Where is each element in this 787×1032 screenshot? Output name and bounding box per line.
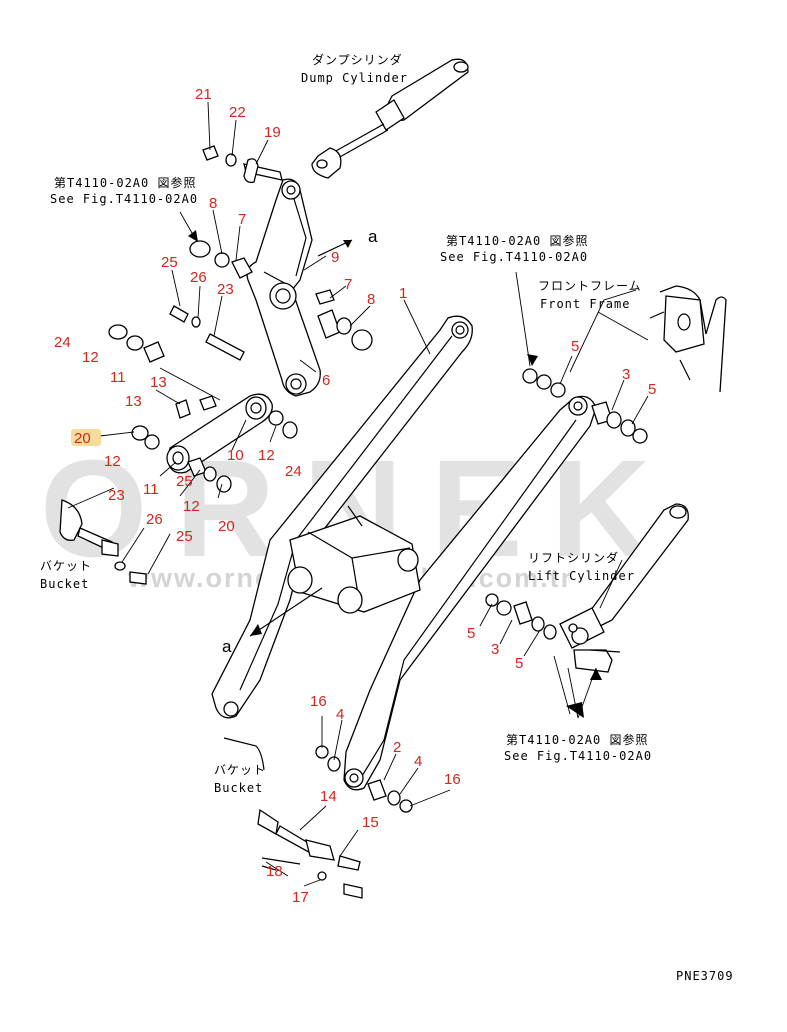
reference-arrows bbox=[188, 230, 602, 718]
callout-3: 3 bbox=[491, 641, 499, 658]
bucket-bottom-en-label: Bucket bbox=[214, 781, 263, 795]
callout-24: 24 bbox=[54, 334, 71, 351]
callout-25: 25 bbox=[161, 254, 178, 271]
dump-cylinder-en-label: Dump Cylinder bbox=[301, 71, 408, 85]
callout-5: 5 bbox=[571, 338, 579, 355]
reference-mid-en: See Fig.T4110-02A0 bbox=[440, 250, 588, 264]
callout-4: 4 bbox=[336, 706, 344, 723]
callout-12: 12 bbox=[183, 498, 200, 515]
callout-1: 1 bbox=[399, 285, 407, 302]
callout-6: 6 bbox=[322, 372, 330, 389]
callout-23: 23 bbox=[108, 487, 125, 504]
highlight-marker bbox=[71, 429, 101, 446]
callout-26: 26 bbox=[146, 511, 163, 528]
callout-24: 24 bbox=[285, 463, 302, 480]
callout-8: 8 bbox=[367, 291, 375, 308]
callout-2: 2 bbox=[393, 739, 401, 756]
callout-12: 12 bbox=[258, 447, 275, 464]
reference-mid-jp: 第T4110-02A0 図参照 bbox=[446, 233, 588, 248]
callout-16: 16 bbox=[444, 771, 461, 788]
callout-12: 12 bbox=[104, 453, 121, 470]
callout-18: 18 bbox=[266, 863, 283, 880]
callout-9: 9 bbox=[331, 249, 339, 266]
callout-17: 17 bbox=[292, 889, 309, 906]
callout-22: 22 bbox=[229, 104, 246, 121]
callout-7: 7 bbox=[344, 276, 352, 293]
callout-26: 26 bbox=[190, 269, 207, 286]
callout-4: 4 bbox=[414, 753, 422, 770]
arrow-a-upper-label: a bbox=[368, 227, 378, 246]
part-callouts: 21 22 19 8 7 9 25 26 23 7 8 1 24 12 11 1… bbox=[54, 86, 656, 906]
hardware-parts bbox=[59, 145, 648, 899]
callout-20: 20 bbox=[74, 430, 91, 447]
callout-11: 11 bbox=[110, 369, 126, 386]
callout-25: 25 bbox=[176, 528, 193, 545]
callout-15: 15 bbox=[362, 814, 379, 831]
lift-cylinder-en-label: Lift Cylinder bbox=[528, 569, 635, 583]
callout-13: 13 bbox=[150, 374, 167, 391]
bucket-bottom-jp-label: バケット bbox=[214, 763, 266, 777]
reference-bottom-jp: 第T4110-02A0 図参照 bbox=[506, 732, 648, 747]
dump-cylinder-jp-label: ダンプシリンダ bbox=[312, 52, 403, 67]
bucket-left-jp-label: バケット bbox=[40, 559, 92, 573]
reference-top-en: See Fig.T4110-02A0 bbox=[50, 192, 198, 206]
callout-16: 16 bbox=[310, 693, 327, 710]
callout-20: 20 bbox=[218, 518, 235, 535]
callout-7: 7 bbox=[238, 211, 246, 228]
callout-11: 11 bbox=[143, 481, 159, 498]
callout-21: 21 bbox=[195, 86, 212, 103]
dump-cylinder bbox=[311, 58, 469, 179]
callout-5: 5 bbox=[648, 381, 656, 398]
callout-8: 8 bbox=[209, 195, 217, 212]
callout-19: 19 bbox=[264, 124, 281, 141]
front-frame-en-label: Front Frame bbox=[540, 297, 630, 311]
bucket-left-en-label: Bucket bbox=[40, 577, 89, 591]
arrow-a-lower-label: a bbox=[222, 637, 232, 656]
callout-5: 5 bbox=[515, 655, 523, 672]
bellcrank bbox=[246, 178, 321, 397]
lift-cylinder bbox=[559, 503, 689, 673]
reference-bottom-en: See Fig.T4110-02A0 bbox=[504, 749, 652, 763]
callout-3: 3 bbox=[622, 366, 630, 383]
callout-5: 5 bbox=[467, 625, 475, 642]
lift-cylinder-jp-label: リフトシリンダ bbox=[528, 550, 619, 565]
drawing-code: PNE3709 bbox=[676, 969, 734, 983]
callout-12: 12 bbox=[82, 349, 99, 366]
front-frame bbox=[649, 285, 727, 393]
front-frame-jp-label: フロントフレーム bbox=[538, 279, 642, 293]
leader-lines bbox=[67, 101, 649, 887]
callout-13: 13 bbox=[125, 393, 142, 410]
text-labels: ダンプシリンダ Dump Cylinder 第T4110-02A0 図参照 Se… bbox=[40, 52, 734, 983]
callout-14: 14 bbox=[320, 788, 337, 805]
callout-23: 23 bbox=[217, 281, 234, 298]
callout-25: 25 bbox=[176, 473, 193, 490]
reference-top-jp: 第T4110-02A0 図参照 bbox=[54, 175, 196, 190]
callout-10: 10 bbox=[227, 447, 244, 464]
